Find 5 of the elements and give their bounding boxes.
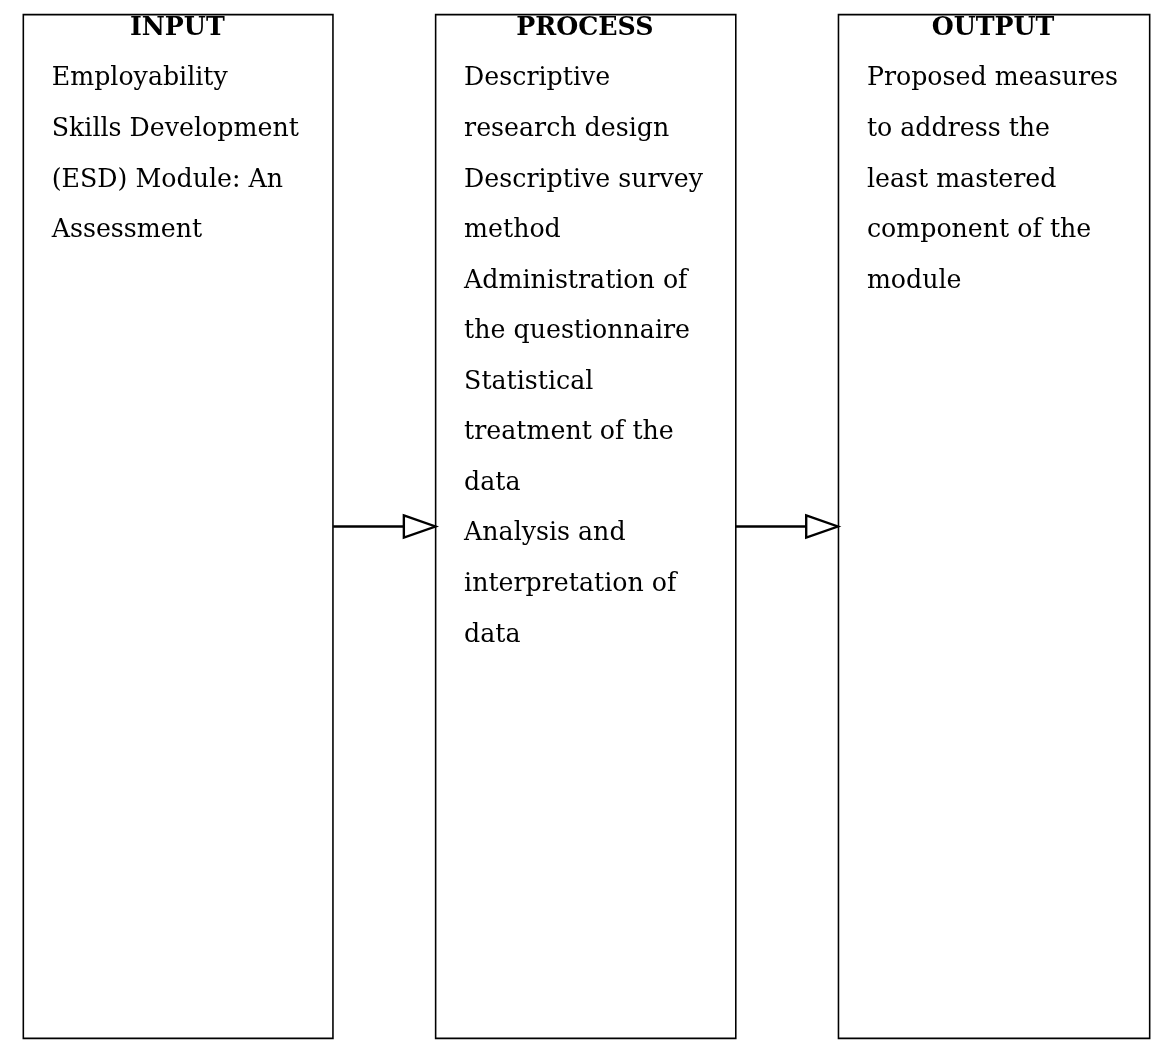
arrow <box>735 513 842 540</box>
node-box: PROCESS Descriptive research design Descriptive survey method Administration of the questionnaire Statistical treatment of the data Analysis and interpretation of data <box>434 13 737 1040</box>
node-box: OUTPUT Proposed measures to address the least mastered component of the module <box>837 13 1151 1040</box>
node-box: INPUT Employability Skills Development (ESD) Module: An Assessment <box>22 13 334 1040</box>
arrow <box>333 513 440 540</box>
